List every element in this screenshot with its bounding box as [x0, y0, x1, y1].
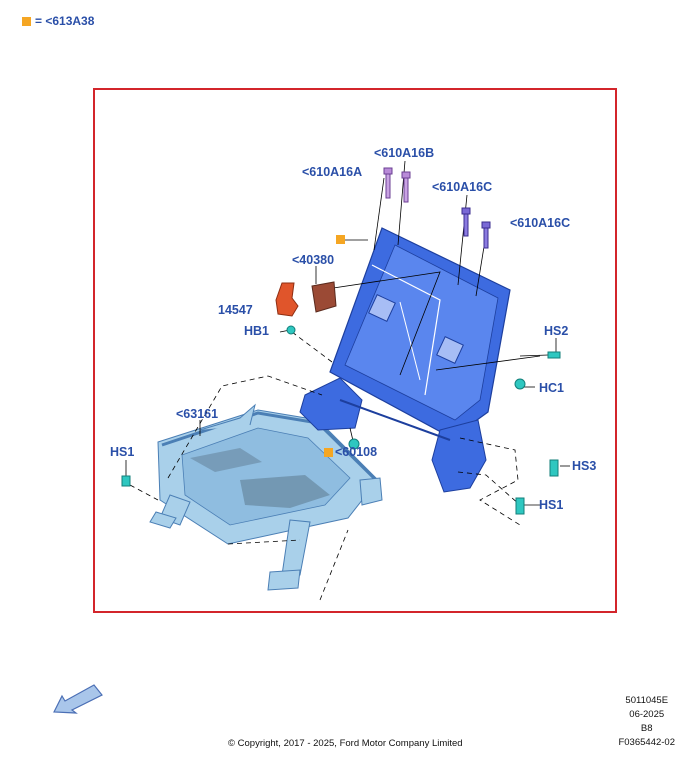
- label-60108: <60108: [335, 445, 377, 459]
- part-labels: <610A16B <610A16A <610A16C <610A16C <403…: [110, 146, 596, 512]
- marker-square-icon: [336, 235, 345, 244]
- label-63161: <63161: [176, 407, 218, 421]
- bolt-610A16B-icon: [401, 171, 411, 179]
- label-HS3: HS3: [572, 459, 596, 473]
- bolt-HS2-icon: [547, 351, 561, 359]
- bolt-HS1-left-icon: [121, 475, 131, 487]
- label-HC1: HC1: [539, 381, 564, 395]
- label-610A16C-b: <610A16C: [510, 216, 570, 230]
- label-610A16A: <610A16A: [302, 165, 362, 179]
- label-HS2: HS2: [544, 324, 568, 338]
- clip-HB1-icon: [286, 325, 296, 335]
- bolt-610A16A-icon: [383, 167, 393, 175]
- label-610A16B: <610A16B: [374, 146, 434, 160]
- fasteners: [121, 167, 561, 515]
- ref-code: 5011045E: [625, 695, 669, 706]
- seat-cushion-frame: [149, 403, 383, 591]
- label-40380: <40380: [292, 253, 334, 267]
- legend-text: = <613A38: [35, 14, 95, 28]
- legend: = <613A38: [22, 14, 94, 28]
- label-HS1-right: HS1: [539, 498, 563, 512]
- bolt-610A16C-a-icon: [461, 207, 471, 215]
- marker-square-icon: [324, 448, 333, 457]
- bolt-HS1-right-icon: [515, 497, 525, 515]
- figure-id: F0365442-02: [618, 737, 675, 748]
- clip-60108-icon: [348, 438, 360, 450]
- block-40380-icon: [311, 281, 337, 313]
- ref-revision: B8: [640, 723, 653, 734]
- bolt-HS3-icon: [549, 459, 559, 477]
- label-610A16C-a: <610A16C: [432, 180, 492, 194]
- marker-square-icon: [22, 16, 31, 26]
- label-HB1: HB1: [244, 324, 269, 338]
- diagram-frame: [93, 88, 617, 613]
- bracket-14547-icon: [275, 282, 299, 317]
- seat-back-frame: [299, 227, 511, 493]
- bolt-610A16C-b-icon: [481, 221, 491, 229]
- ref-date: 06-2025: [629, 709, 665, 720]
- back-arrow-icon[interactable]: [52, 682, 104, 716]
- copyright-text: © Copyright, 2017 - 2025, Ford Motor Com…: [228, 738, 463, 749]
- figure-references: 5011045E 06-2025 B8 F0365442-02: [618, 694, 675, 750]
- label-14547: 14547: [218, 303, 253, 317]
- leader-lines: [129, 331, 521, 601]
- clip-HC1-icon: [514, 378, 526, 390]
- label-HS1-left: HS1: [110, 445, 134, 459]
